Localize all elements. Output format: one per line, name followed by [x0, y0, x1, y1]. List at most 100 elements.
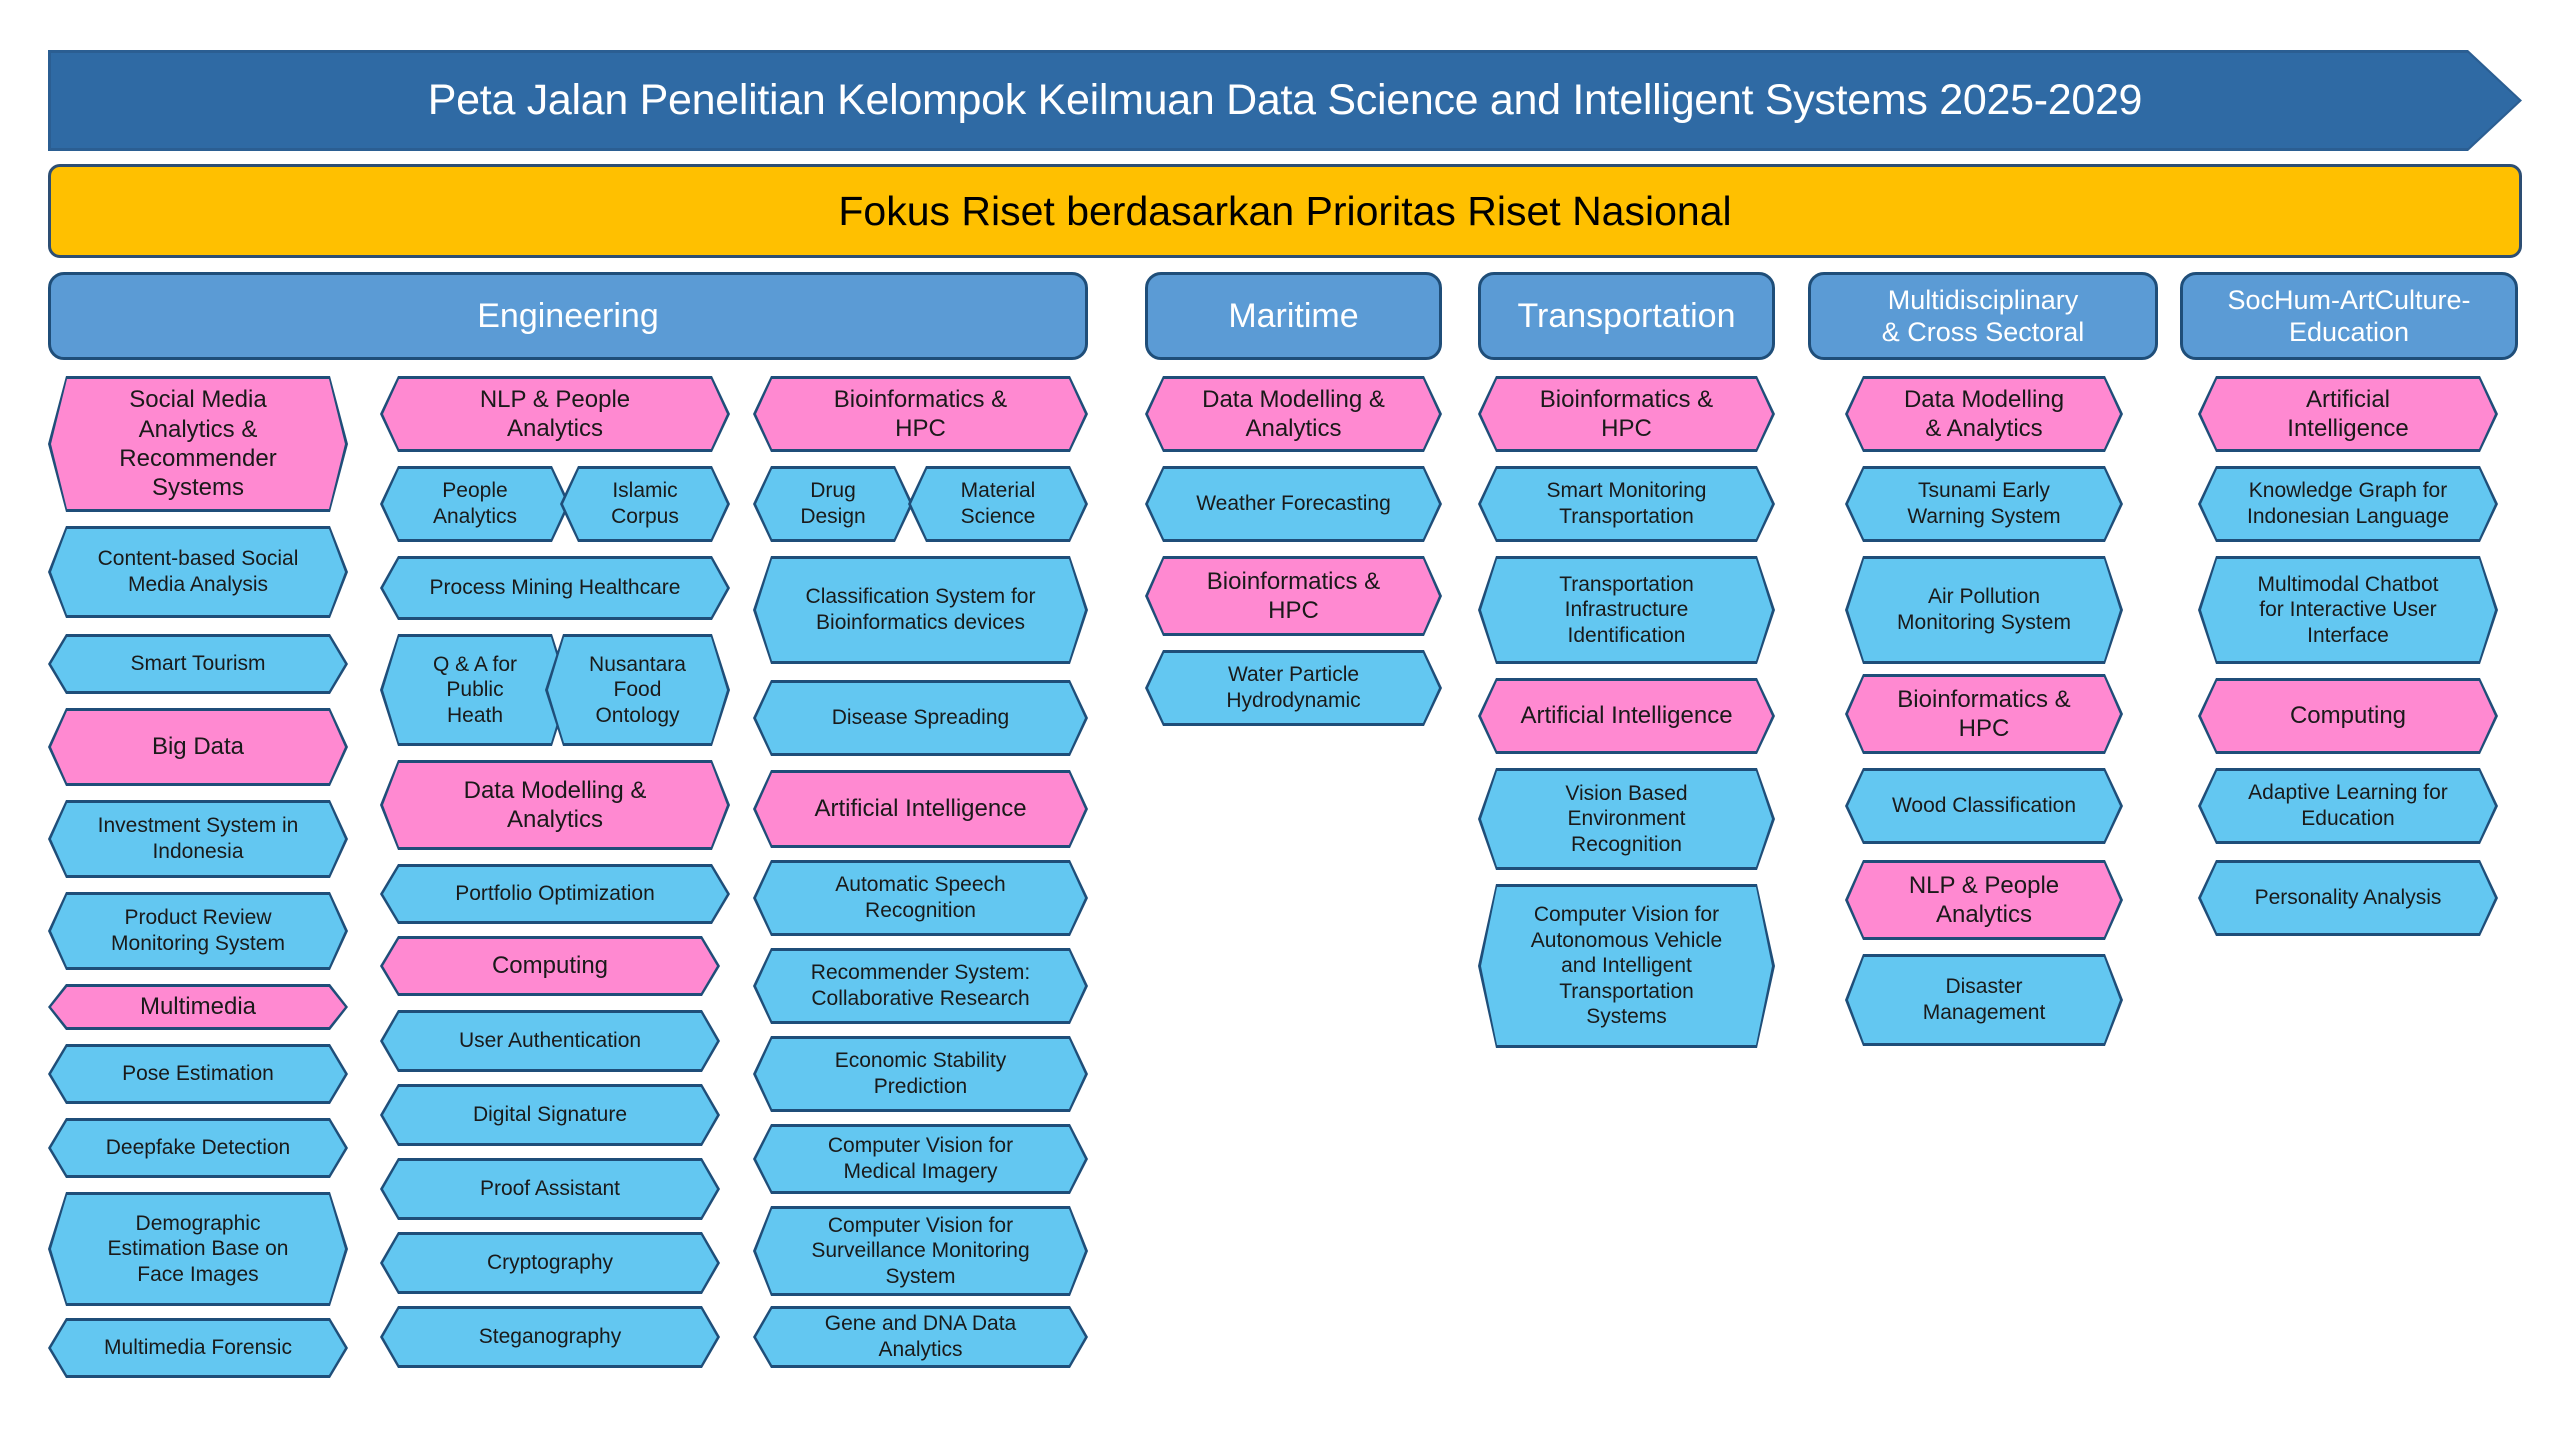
category-multidisciplinary: Multidisciplinary & Cross Sectoral [1808, 272, 2158, 360]
topic-label: Deepfake Detection [51, 1121, 345, 1175]
topic-investment-system-in-indonesia: Investment System in Indonesia [48, 800, 348, 878]
topic-steganography: Steganography [380, 1306, 720, 1368]
topic-wood-classification: Wood Classification [1845, 768, 2123, 844]
topic-content-based-social-media-analysis: Content-based Social Media Analysis [48, 526, 348, 618]
topic-material-science: Material Science [908, 466, 1088, 542]
topic-weather-forecasting: Weather Forecasting [1145, 466, 1442, 542]
topic-demographic-estimation-base-on-face-images: Demographic Estimation Base on Face Imag… [48, 1192, 348, 1306]
topic-economic-stability-prediction: Economic Stability Prediction [753, 1036, 1088, 1112]
topic-label: Personality Analysis [2201, 863, 2495, 933]
topic-bioinformatics-hpc: Bioinformatics & HPC [1845, 674, 2123, 754]
topic-social-media-analytics-recommender-systems: Social Media Analytics & Recommender Sys… [48, 376, 348, 512]
topic-label: Gene and DNA Data Analytics [756, 1309, 1085, 1365]
topic-label: Disease Spreading [756, 683, 1085, 753]
topic-label: Multimodal Chatbot for Interactive User … [2201, 559, 2495, 661]
topic-multimedia: Multimedia [48, 984, 348, 1030]
topic-label: Multimedia [51, 987, 345, 1027]
topic-automatic-speech-recognition: Automatic Speech Recognition [753, 860, 1088, 936]
topic-label: Artificial Intelligence [2201, 379, 2495, 449]
topic-label: Computing [383, 939, 717, 993]
topic-label: Drug Design [756, 469, 910, 539]
topic-islamic-corpus: Islamic Corpus [560, 466, 730, 542]
topic-label: NLP & People Analytics [383, 379, 727, 449]
topic-nusantara-food-ontology: Nusantara Food Ontology [545, 634, 730, 746]
topic-adaptive-learning-for-education: Adaptive Learning for Education [2198, 768, 2498, 844]
topic-people-analytics: People Analytics [380, 466, 570, 542]
topic-label: Tsunami Early Warning System [1848, 469, 2120, 539]
topic-air-pollution-monitoring-system: Air Pollution Monitoring System [1845, 556, 2123, 664]
topic-label: Bioinformatics & HPC [1848, 677, 2120, 751]
topic-label: Computer Vision for Autonomous Vehicle a… [1481, 887, 1772, 1045]
topic-bioinformatics-hpc: Bioinformatics & HPC [1478, 376, 1775, 452]
topic-transportation-infrastructure-identification: Transportation Infrastructure Identifica… [1478, 556, 1775, 664]
topic-artificial-intelligence: Artificial Intelligence [1478, 678, 1775, 754]
topic-label: Transportation Infrastructure Identifica… [1481, 559, 1772, 661]
title-banner: Peta Jalan Penelitian Kelompok Keilmuan … [48, 50, 2522, 151]
topic-multimodal-chatbot-for-interactive-user-interface: Multimodal Chatbot for Interactive User … [2198, 556, 2498, 664]
topic-label: Demographic Estimation Base on Face Imag… [51, 1195, 345, 1303]
topic-label: Proof Assistant [383, 1161, 717, 1217]
topic-label: Artificial Intelligence [756, 773, 1085, 845]
topic-label: Portfolio Optimization [383, 867, 727, 921]
topic-water-particle-hydrodynamic: Water Particle Hydrodynamic [1145, 650, 1442, 726]
topic-label: Multimedia Forensic [51, 1321, 345, 1375]
category-engineering: Engineering [48, 272, 1088, 360]
topic-label: Computing [2201, 681, 2495, 751]
topic-label: Cryptography [383, 1235, 717, 1291]
topic-cryptography: Cryptography [380, 1232, 720, 1294]
topic-data-modelling-analytics: Data Modelling & Analytics [1145, 376, 1442, 452]
topic-label: Bioinformatics & HPC [1148, 559, 1439, 633]
topic-big-data: Big Data [48, 708, 348, 786]
topic-label: People Analytics [383, 469, 567, 539]
topic-label: Adaptive Learning for Education [2201, 771, 2495, 841]
topic-label: Knowledge Graph for Indonesian Language [2201, 469, 2495, 539]
topic-label: Smart Monitoring Transportation [1481, 469, 1772, 539]
topic-computing: Computing [380, 936, 720, 996]
title-banner-fill [51, 53, 2519, 148]
topic-label: Investment System in Indonesia [51, 803, 345, 875]
topic-label: Bioinformatics & HPC [1481, 379, 1772, 449]
topic-label: Air Pollution Monitoring System [1848, 559, 2120, 661]
topic-label: Q & A for Public Heath [383, 637, 567, 743]
topic-computer-vision-for-medical-imagery: Computer Vision for Medical Imagery [753, 1124, 1088, 1194]
topic-label: Material Science [911, 469, 1085, 539]
topic-smart-tourism: Smart Tourism [48, 634, 348, 694]
topic-label: Digital Signature [383, 1087, 717, 1143]
focus-banner: Fokus Riset berdasarkan Prioritas Riset … [48, 164, 2522, 258]
topic-label: NLP & People Analytics [1848, 863, 2120, 937]
topic-label: Data Modelling & Analytics [1148, 379, 1439, 449]
topic-digital-signature: Digital Signature [380, 1084, 720, 1146]
topic-label: Disaster Management [1848, 957, 2120, 1043]
topic-label: Automatic Speech Recognition [756, 863, 1085, 933]
topic-label: Wood Classification [1848, 771, 2120, 841]
topic-multimedia-forensic: Multimedia Forensic [48, 1318, 348, 1378]
topic-bioinformatics-hpc: Bioinformatics & HPC [1145, 556, 1442, 636]
topic-label: Process Mining Healthcare [383, 559, 727, 617]
topic-data-modelling-analytics: Data Modelling & Analytics [1845, 376, 2123, 452]
topic-label: Water Particle Hydrodynamic [1148, 653, 1439, 723]
topic-drug-design: Drug Design [753, 466, 913, 542]
topic-label: Content-based Social Media Analysis [51, 529, 345, 615]
topic-q-a-for-public-heath: Q & A for Public Heath [380, 634, 570, 746]
topic-label: Social Media Analytics & Recommender Sys… [51, 379, 345, 509]
topic-vision-based-environment-recognition: Vision Based Environment Recognition [1478, 768, 1775, 870]
category-transportation: Transportation [1478, 272, 1775, 360]
topic-gene-and-dna-data-analytics: Gene and DNA Data Analytics [753, 1306, 1088, 1368]
page-title: Peta Jalan Penelitian Kelompok Keilmuan … [427, 76, 2143, 124]
topic-label: Weather Forecasting [1148, 469, 1439, 539]
category-sochum: SocHum-ArtCulture- Education [2180, 272, 2518, 360]
topic-artificial-intelligence: Artificial Intelligence [2198, 376, 2498, 452]
topic-proof-assistant: Proof Assistant [380, 1158, 720, 1220]
topic-process-mining-healthcare: Process Mining Healthcare [380, 556, 730, 620]
topic-computer-vision-for-surveillance-monitoring-system: Computer Vision for Surveillance Monitor… [753, 1206, 1088, 1296]
topic-label: Islamic Corpus [563, 469, 727, 539]
topic-classification-system-for-bioinformatics-devices: Classification System for Bioinformatics… [753, 556, 1088, 664]
topic-product-review-monitoring-system: Product Review Monitoring System [48, 892, 348, 970]
topic-bioinformatics-hpc: Bioinformatics & HPC [753, 376, 1088, 452]
topic-label: Data Modelling & Analytics [1848, 379, 2120, 449]
topic-label: User Authentication [383, 1013, 717, 1069]
topic-label: Product Review Monitoring System [51, 895, 345, 967]
topic-label: Classification System for Bioinformatics… [756, 559, 1085, 661]
topic-smart-monitoring-transportation: Smart Monitoring Transportation [1478, 466, 1775, 542]
topic-artificial-intelligence: Artificial Intelligence [753, 770, 1088, 848]
